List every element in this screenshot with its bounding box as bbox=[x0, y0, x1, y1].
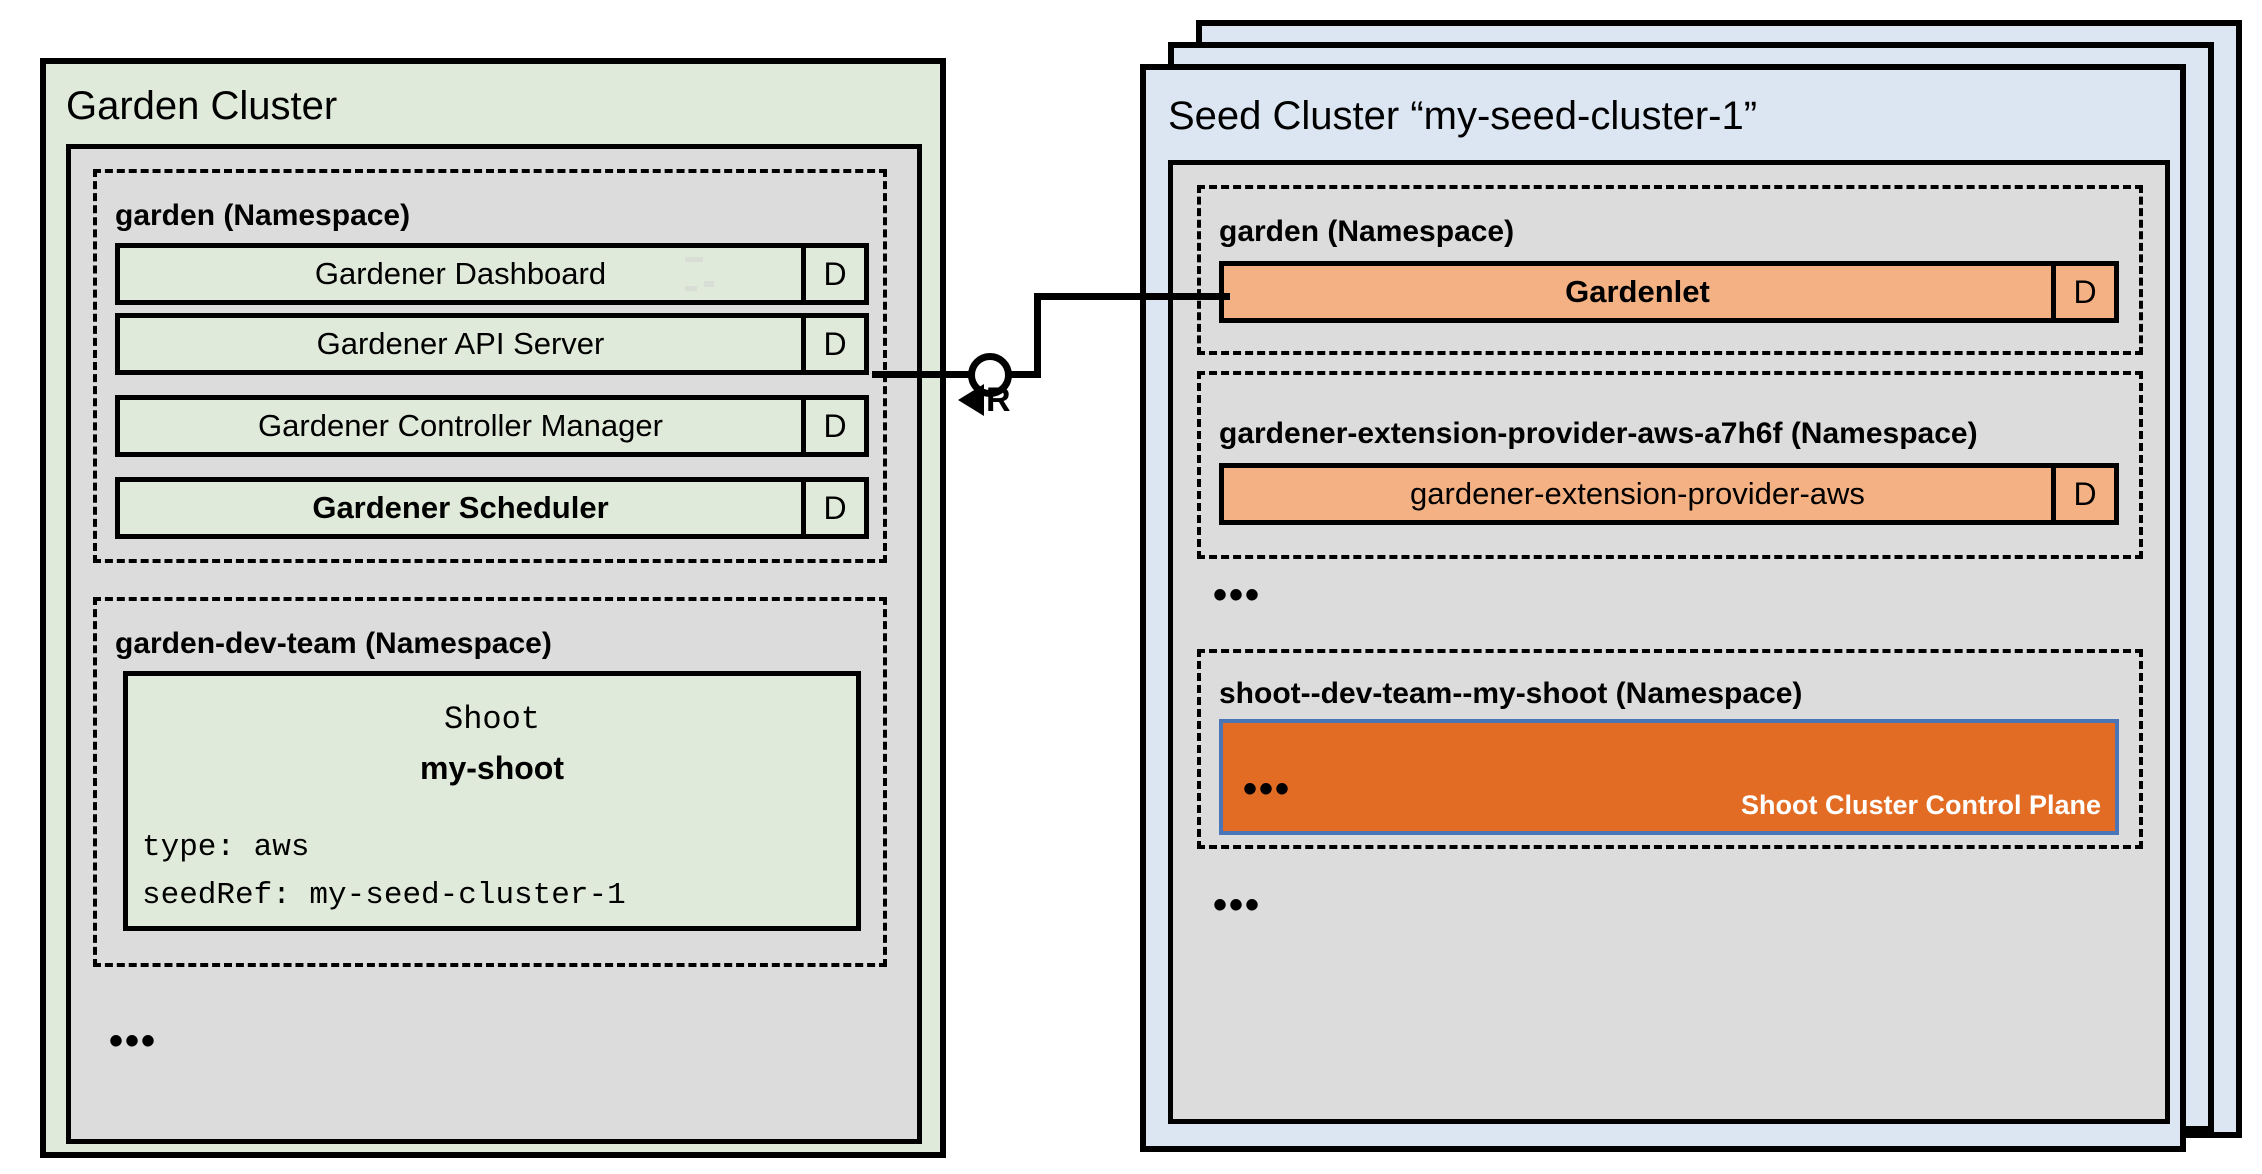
shoot-resource-kind: Shoot bbox=[443, 701, 540, 738]
connector-label: R bbox=[986, 381, 1011, 419]
render-artifact-mark-3 bbox=[704, 281, 714, 287]
shoot-cluster-control-plane-label: Shoot Cluster Control Plane bbox=[1740, 790, 2101, 820]
component-gardener-dashboard[interactable]: Gardener Dashboard D bbox=[115, 243, 869, 305]
component-gardener-api-server-kind-badge: D bbox=[801, 318, 864, 370]
seed-namespace-shoot-label: shoot--dev-team--my-shoot (Namespace) bbox=[1219, 677, 1803, 710]
component-gardener-scheduler-kind-badge: D bbox=[801, 482, 864, 534]
component-gardener-api-server[interactable]: Gardener API Server D bbox=[115, 313, 869, 375]
shoot-cluster-control-plane[interactable]: ••• Shoot Cluster Control Plane bbox=[1219, 719, 2119, 835]
shoot-spec-type: type: aws bbox=[142, 830, 310, 865]
render-artifact-mark-2 bbox=[685, 286, 697, 291]
seed-namespace-extension-provider-aws-label: gardener-extension-provider-aws-a7h6f (N… bbox=[1219, 417, 1978, 450]
component-gardenlet[interactable]: Gardenlet D bbox=[1219, 261, 2119, 323]
garden-cluster-node-area: garden (Namespace) Gardener Dashboard D … bbox=[66, 144, 922, 1144]
connector-arrow-left-icon bbox=[958, 384, 984, 416]
garden-namespace-garden-label: garden (Namespace) bbox=[115, 199, 411, 232]
control-plane-more-indicator: ••• bbox=[1243, 767, 1292, 811]
component-gardener-controller-manager[interactable]: Gardener Controller Manager D bbox=[115, 395, 869, 457]
garden-more-indicator: ••• bbox=[109, 1019, 158, 1063]
component-gardener-dashboard-label: Gardener Dashboard bbox=[314, 256, 607, 291]
seed-namespace-shoot-dev-team-my-shoot[interactable]: shoot--dev-team--my-shoot (Namespace) ••… bbox=[1197, 649, 2143, 849]
component-gardener-controller-manager-label: Gardener Controller Manager bbox=[258, 408, 663, 443]
seed-more-indicator-mid: ••• bbox=[1213, 573, 1262, 617]
garden-cluster[interactable]: Garden Cluster garden (Namespace) Garden… bbox=[40, 58, 946, 1158]
seed-namespace-garden[interactable]: garden (Namespace) Gardenlet D bbox=[1197, 185, 2143, 355]
seed-cluster-title: Seed Cluster “my-seed-cluster-1” bbox=[1168, 94, 1758, 138]
component-gardenlet-label: Gardenlet bbox=[1565, 274, 1710, 309]
shoot-resource-name: my-shoot bbox=[420, 750, 564, 786]
component-gardener-extension-provider-aws-label: gardener-extension-provider-aws bbox=[1410, 476, 1865, 511]
component-gardener-controller-manager-kind-badge: D bbox=[801, 400, 864, 452]
garden-cluster-title: Garden Cluster bbox=[66, 84, 338, 128]
garden-namespace-dev-team[interactable]: garden-dev-team (Namespace) Shoot my-sho… bbox=[93, 597, 887, 967]
shoot-spec-seedref: seedRef: my-seed-cluster-1 bbox=[142, 878, 626, 913]
component-gardener-extension-provider-aws[interactable]: gardener-extension-provider-aws D bbox=[1219, 463, 2119, 525]
component-gardener-extension-provider-aws-kind-badge: D bbox=[2051, 468, 2114, 520]
garden-namespace-dev-team-label: garden-dev-team (Namespace) bbox=[115, 627, 552, 660]
connector-segment-riser bbox=[1034, 293, 1041, 378]
component-gardener-api-server-label: Gardener API Server bbox=[316, 326, 605, 361]
component-gardenlet-kind-badge: D bbox=[2051, 266, 2114, 318]
seed-more-indicator-bottom: ••• bbox=[1213, 883, 1262, 927]
connector-segment-socket-to-riser bbox=[1008, 371, 1041, 378]
seed-namespace-garden-label: garden (Namespace) bbox=[1219, 215, 1515, 248]
shoot-resource-card[interactable]: Shoot my-shoot type: aws seedRef: my-see… bbox=[123, 671, 861, 931]
seed-cluster[interactable]: Seed Cluster “my-seed-cluster-1” garden … bbox=[1140, 64, 2186, 1152]
component-gardener-scheduler-label: Gardener Scheduler bbox=[312, 490, 609, 525]
garden-namespace-garden[interactable]: garden (Namespace) Gardener Dashboard D … bbox=[93, 169, 887, 563]
connector-segment-from-api-server bbox=[872, 371, 982, 378]
component-gardener-scheduler[interactable]: Gardener Scheduler D bbox=[115, 477, 869, 539]
seed-cluster-node-area: garden (Namespace) Gardenlet D gardener-… bbox=[1168, 160, 2170, 1124]
seed-namespace-extension-provider-aws[interactable]: gardener-extension-provider-aws-a7h6f (N… bbox=[1197, 371, 2143, 559]
component-gardener-dashboard-kind-badge: D bbox=[801, 248, 864, 300]
render-artifact-mark bbox=[685, 257, 703, 262]
connector-segment-to-gardenlet bbox=[1034, 293, 1230, 300]
